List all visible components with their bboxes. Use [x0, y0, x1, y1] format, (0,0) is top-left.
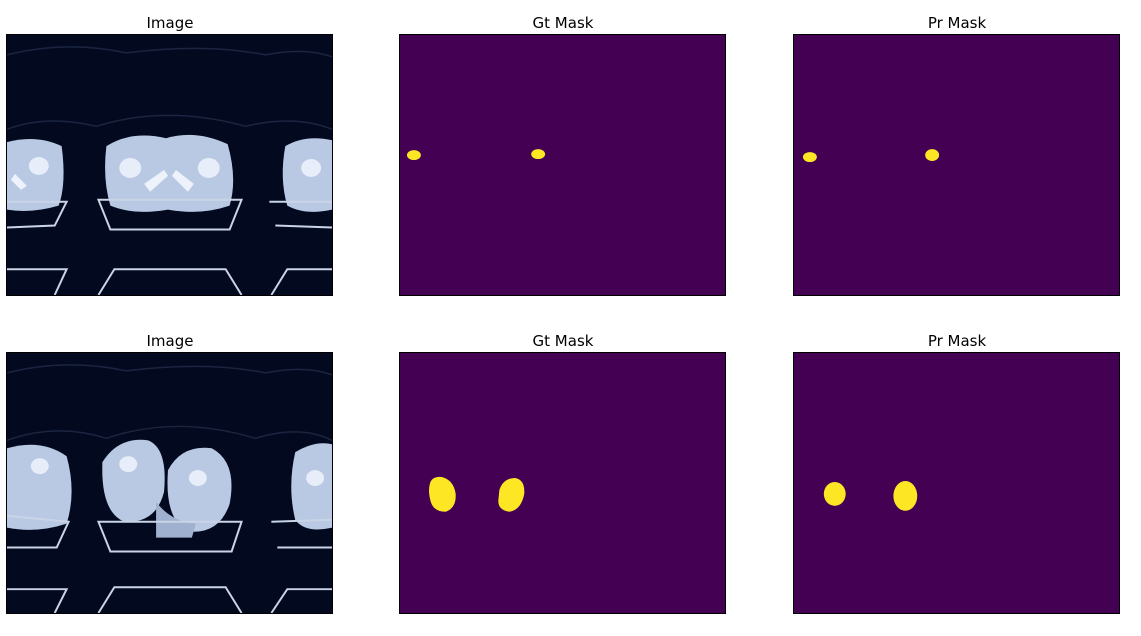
ct-image — [6, 352, 333, 614]
panel-row1-pr-mask: Pr Mask — [793, 14, 1121, 300]
gt-mask — [399, 352, 726, 614]
panel-title: Pr Mask — [927, 332, 987, 350]
panel-title: Gt Mask — [532, 332, 594, 350]
panel-title: Gt Mask — [532, 14, 594, 32]
panel-title: Image — [146, 14, 194, 32]
panel-title: Pr Mask — [927, 14, 987, 32]
panel-row1-image: Image — [6, 14, 334, 300]
gt-mask — [399, 34, 726, 296]
panel-row1-gt-mask: Gt Mask — [399, 14, 727, 300]
panel-title: Image — [146, 332, 194, 350]
panel-row2-gt-mask: Gt Mask — [399, 332, 727, 618]
ct-image — [6, 34, 333, 296]
panel-row2-image: Image — [6, 332, 334, 618]
panel-row2-pr-mask: Pr Mask — [793, 332, 1121, 618]
pr-mask — [793, 34, 1120, 296]
pr-mask — [793, 352, 1120, 614]
